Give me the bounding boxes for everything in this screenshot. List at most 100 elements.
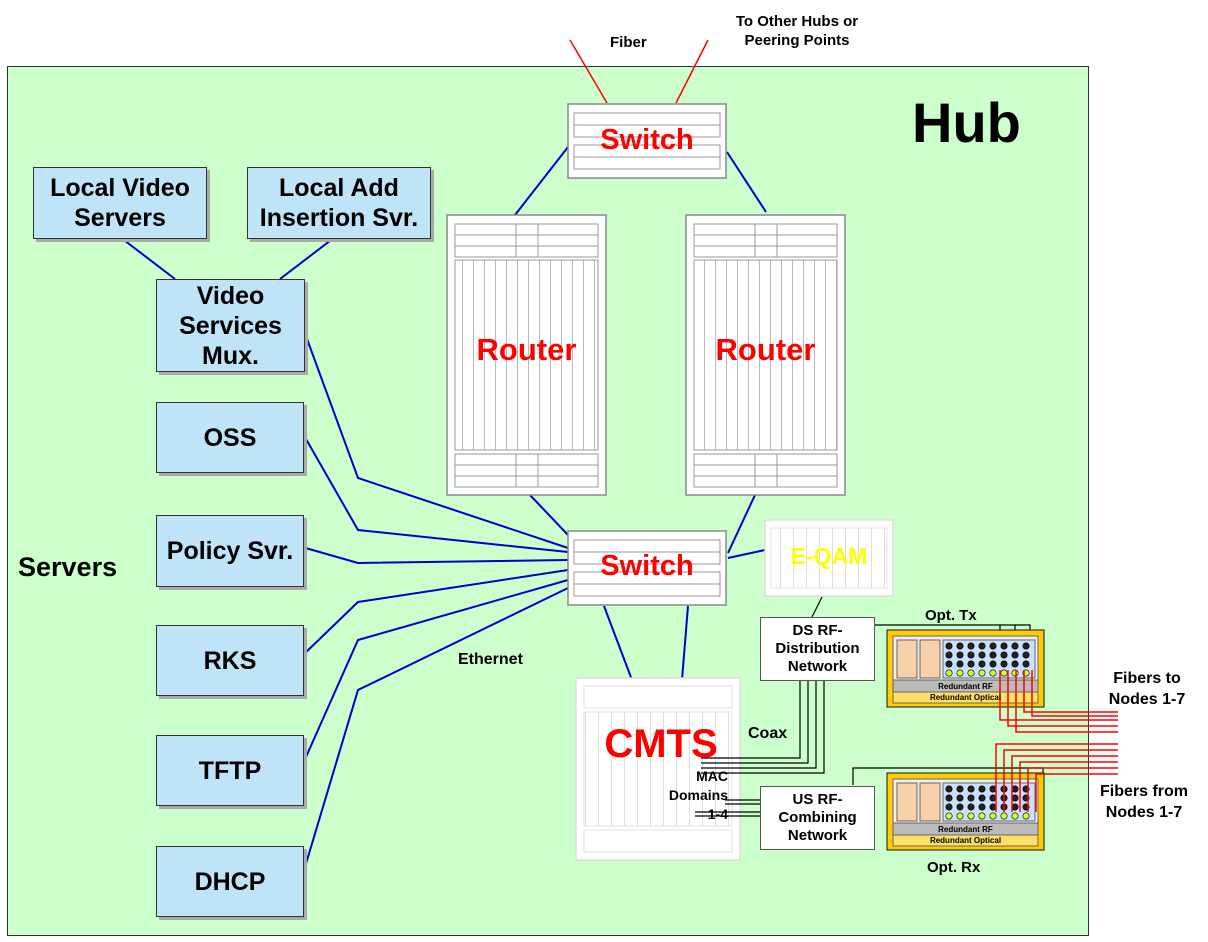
opt-tx-label: Opt. Tx — [925, 607, 977, 624]
rx-redundant-optical: Redundant Optical — [929, 836, 1002, 845]
top-switch-graphic — [567, 103, 727, 179]
optical-port-dot — [989, 642, 997, 650]
optical-port-dot — [945, 651, 953, 659]
tftp-server[interactable]: TFTP — [156, 735, 304, 806]
optical-port-dot — [1022, 812, 1030, 820]
optical-port-dot — [978, 660, 986, 668]
fibers-to-nodes-label: Fibers to Nodes 1-7 — [1108, 670, 1186, 708]
optical-port-dot — [978, 669, 986, 677]
optical-port-dot — [945, 642, 953, 650]
opt-rx-label: Opt. Rx — [927, 859, 981, 876]
optical-port-dot — [978, 642, 986, 650]
optical-port-dot — [978, 785, 986, 793]
optical-port-dot — [1011, 803, 1019, 811]
optical-port-dot — [1022, 642, 1030, 650]
servers-label: Servers — [18, 552, 118, 582]
optical-ports — [945, 642, 1030, 820]
node-fibers — [995, 670, 1118, 812]
cmts-label: CMTS — [604, 722, 718, 766]
optical-port-dot — [978, 803, 986, 811]
ds-rf-distribution-network[interactable]: DS RF-Distribution Network — [760, 617, 875, 681]
top-switch-label: Switch — [600, 124, 694, 156]
us-rf-combining-network[interactable]: US RF-Combining Network — [760, 786, 875, 850]
optical-port-dot — [1000, 812, 1008, 820]
optical-port-dot — [989, 812, 997, 820]
optical-port-dot — [956, 642, 964, 650]
optical-port-dot — [989, 651, 997, 659]
optical-port-dot — [978, 812, 986, 820]
hub-title: Hub — [912, 91, 1021, 154]
video-services-mux[interactable]: Video Services Mux. — [156, 279, 305, 372]
dhcp-server[interactable]: DHCP — [156, 846, 304, 917]
optical-port-dot — [956, 812, 964, 820]
optical-port-dot — [967, 803, 975, 811]
router-right-graphic — [685, 214, 846, 496]
optical-port-dot — [945, 803, 953, 811]
optical-port-dot — [967, 812, 975, 820]
core-switch-graphic — [567, 530, 727, 606]
optical-port-dot — [967, 794, 975, 802]
optical-port-dot — [1000, 660, 1008, 668]
local-video-servers[interactable]: Local Video Servers — [33, 167, 207, 239]
optical-port-dot — [945, 660, 953, 668]
optical-port-dot — [1000, 651, 1008, 659]
optical-port-dot — [978, 794, 986, 802]
ethernet-label: Ethernet — [458, 651, 523, 668]
optical-port-dot — [1011, 660, 1019, 668]
optical-port-dot — [945, 669, 953, 677]
optical-port-dot — [967, 669, 975, 677]
optical-port-dot — [1011, 794, 1019, 802]
policy-server[interactable]: Policy Svr. — [156, 515, 304, 587]
optical-port-dot — [956, 794, 964, 802]
optical-port-dot — [989, 794, 997, 802]
optical-port-dot — [967, 642, 975, 650]
optical-port-dot — [945, 812, 953, 820]
top-fiber-lines — [569, 39, 709, 104]
router-right-label: Router — [715, 332, 816, 367]
optical-port-dot — [967, 651, 975, 659]
optical-rx-shelf — [886, 772, 1045, 851]
optical-port-dot — [945, 785, 953, 793]
optical-port-dot — [989, 660, 997, 668]
oss-server[interactable]: OSS — [156, 402, 304, 473]
optical-port-dot — [1011, 785, 1019, 793]
optical-port-dot — [1000, 669, 1008, 677]
optical-port-dot — [956, 785, 964, 793]
optical-port-dot — [989, 785, 997, 793]
optical-port-dot — [1000, 642, 1008, 650]
optical-port-dot — [956, 651, 964, 659]
tx-redundant-optical: Redundant Optical — [929, 693, 1002, 702]
optical-port-dot — [967, 785, 975, 793]
cmts-graphic — [575, 677, 741, 861]
optical-port-dot — [967, 660, 975, 668]
optical-port-dot — [1022, 660, 1030, 668]
optical-port-dot — [956, 803, 964, 811]
eqam-label: E-QAM — [790, 543, 868, 569]
optical-port-dot — [1011, 669, 1019, 677]
local-add-insertion-server[interactable]: Local Add Insertion Svr. — [247, 167, 431, 239]
fiber-label: Fiber — [610, 34, 647, 51]
tx-redundant-rf: Redundant RF — [938, 682, 993, 691]
optical-port-dot — [945, 794, 953, 802]
ethernet-links — [119, 146, 767, 878]
optical-port-dot — [1011, 812, 1019, 820]
optical-port-dot — [1011, 642, 1019, 650]
optical-port-dot — [956, 660, 964, 668]
optical-port-dot — [1022, 651, 1030, 659]
optical-port-dot — [956, 669, 964, 677]
optical-port-dot — [978, 651, 986, 659]
router-left-graphic — [446, 214, 607, 496]
optical-port-dot — [989, 803, 997, 811]
mac-domains-label: MAC Domains 1-4 — [668, 768, 728, 822]
other-hubs-label: To Other Hubs or Peering Points — [735, 13, 859, 49]
optical-port-dot — [989, 669, 997, 677]
rks-server[interactable]: RKS — [156, 625, 304, 696]
coax-label: Coax — [748, 725, 788, 742]
optical-port-dot — [1011, 651, 1019, 659]
core-switch-label: Switch — [600, 550, 694, 582]
eqam-graphic — [764, 519, 894, 597]
router-left-label: Router — [476, 332, 577, 367]
fibers-from-nodes-label: Fibers from Nodes 1-7 — [1099, 783, 1188, 821]
rx-redundant-rf: Redundant RF — [938, 825, 993, 834]
